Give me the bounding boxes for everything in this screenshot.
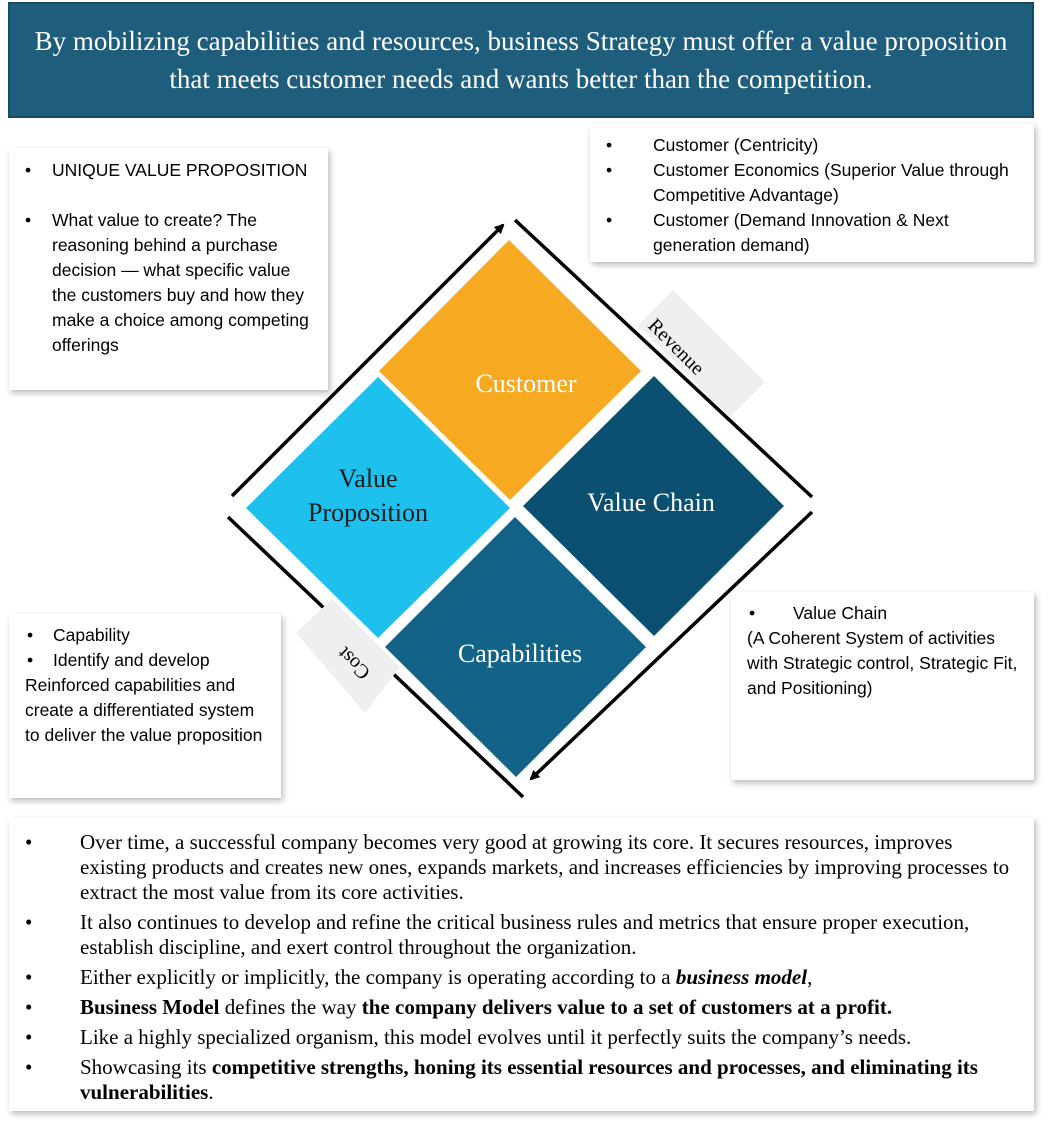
revenue-label: Revenue — [643, 314, 708, 379]
list-item: •Business Model defines the way the comp… — [25, 995, 893, 1019]
customer-card: •Customer (Centricity) •Customer Economi… — [590, 124, 1034, 262]
header-text: By mobilizing capabilities and resources… — [34, 26, 1008, 94]
value-chain-quadrant-label: Value Chain — [587, 488, 715, 517]
capabilities-quadrant-label: Capabilities — [458, 639, 582, 668]
value-chain-description: (A Coherent System of activities with St… — [747, 628, 1018, 698]
customer-quadrant-label: Customer — [475, 369, 576, 398]
list-item: •Like a highly specialized organism, thi… — [25, 1025, 912, 1049]
list-item: •Customer (Demand Innovation & Next gene… — [606, 210, 949, 255]
list-item: •Over time, a successful company becomes… — [25, 830, 1010, 904]
list-item: •Showcasing its competitive strengths, h… — [25, 1055, 978, 1104]
list-item: •Customer (Centricity) — [606, 135, 819, 155]
business-model-notes-card: •Over time, a successful company becomes… — [9, 818, 1034, 1111]
customer-quadrant — [379, 240, 641, 500]
header-banner: By mobilizing capabilities and resources… — [8, 2, 1034, 118]
value-proposition-quadrant — [246, 377, 510, 638]
value-chain-card: •Value Chain (A Coherent System of activ… — [731, 592, 1034, 780]
list-item: •UNIQUE VALUE PROPOSITION — [25, 160, 308, 180]
capability-description: Reinforced capabilities and create a dif… — [25, 675, 263, 745]
list-item: •What value to create? The reasoning beh… — [25, 210, 309, 355]
list-item: •It also continues to develop and refine… — [25, 910, 970, 959]
value-proposition-label-line2: Proposition — [308, 498, 428, 527]
list-item: •Either explicitly or implicitly, the co… — [25, 965, 813, 989]
list-item: •Identify and develop — [27, 650, 210, 670]
cost-label: Cost — [333, 642, 375, 684]
value-proposition-label-line1: Value — [338, 464, 397, 493]
capabilities-quadrant — [385, 517, 646, 777]
unique-value-proposition-card: •UNIQUE VALUE PROPOSITION •What value to… — [9, 148, 328, 390]
list-item: •Capability — [27, 625, 130, 645]
capability-card: •Capability •Identify and develop Reinfo… — [9, 614, 281, 798]
list-item: •Value Chain — [749, 603, 888, 623]
cost-tab — [296, 599, 400, 713]
bullet-list: •Over time, a successful company becomes… — [25, 830, 1014, 1105]
revenue-tab — [638, 290, 765, 417]
list-item: •Customer Economics (Superior Value thro… — [606, 160, 1009, 205]
